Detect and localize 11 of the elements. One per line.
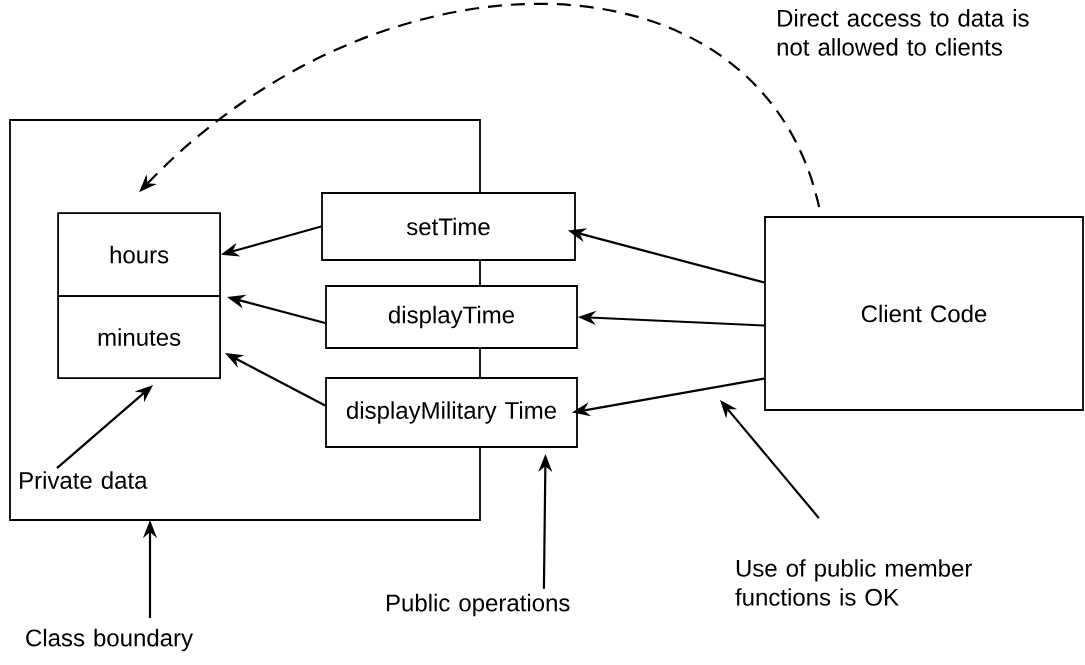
callout-text: Use of public member functions is OK [735, 559, 972, 606]
client-box: Client Code [764, 216, 1084, 411]
operation-box: setTime [321, 192, 576, 261]
data-field-box: minutes [57, 295, 221, 379]
note-text: Direct access to data is not allowed to clients [777, 9, 1029, 56]
callout-text: Private data [20, 471, 148, 489]
operation-box: displayTime [325, 285, 578, 349]
callout-text: Public operations [387, 593, 570, 617]
operation-box: displayMilitary Time [325, 377, 578, 448]
callout-text: Class boundary [26, 628, 193, 652]
data-field-box: hours [57, 212, 221, 297]
